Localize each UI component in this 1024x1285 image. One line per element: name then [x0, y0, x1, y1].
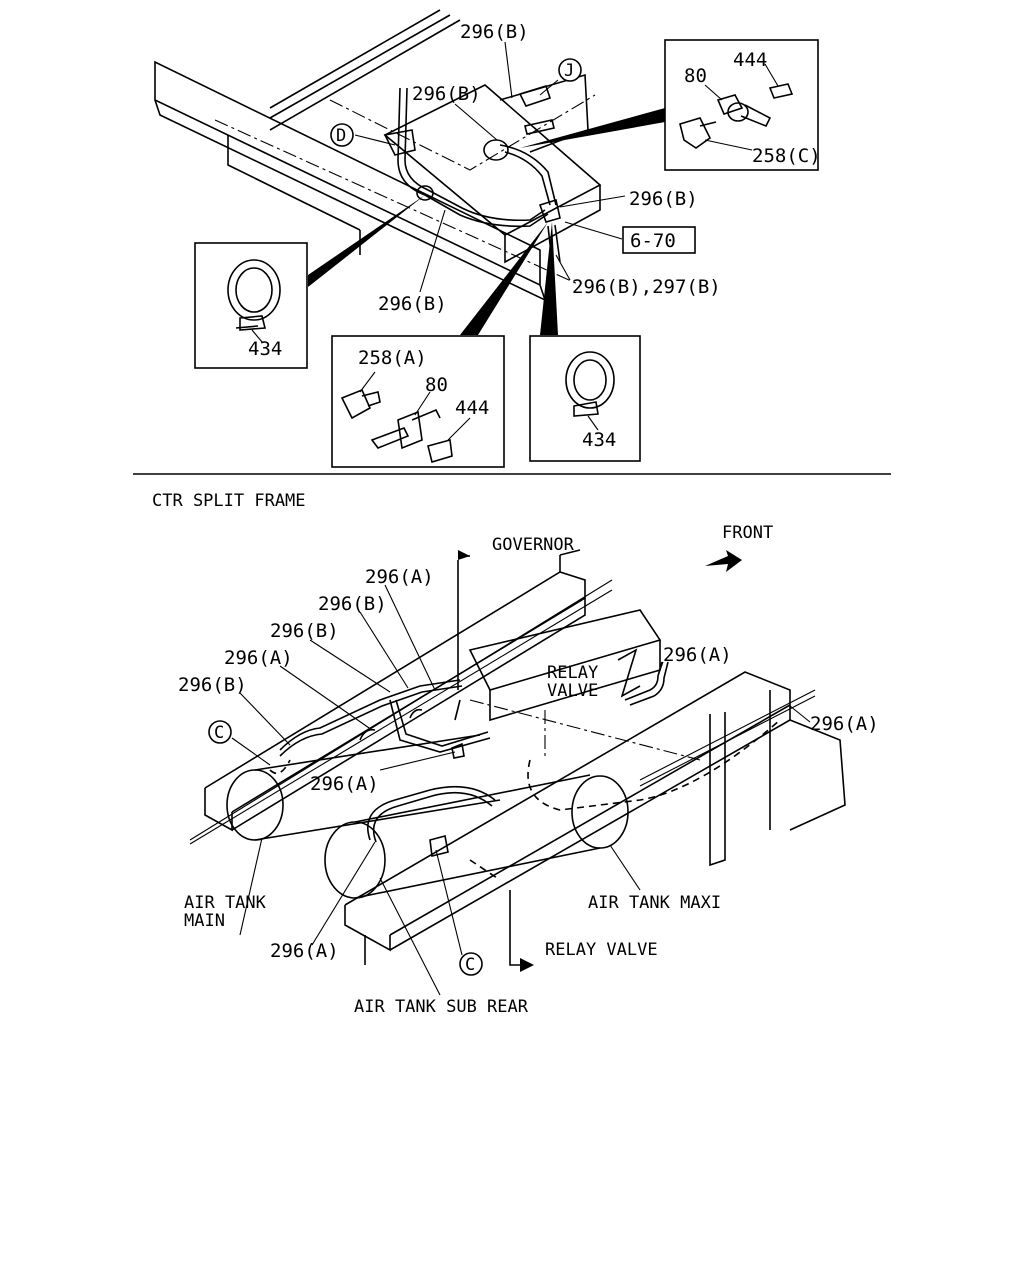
callout-296b-2: 296(B) — [270, 620, 339, 642]
bottom-frame-drawing — [189, 549, 846, 965]
inset-tr-258c: 258(C) — [752, 145, 821, 167]
air-tank-sub-rear-label: AIR TANK SUB REAR — [354, 997, 529, 1017]
circle-d-label: D — [336, 126, 346, 146]
callout-296b-mid: 296(B) — [412, 83, 481, 105]
ref-6-70: 6-70 — [630, 230, 676, 252]
governor-label: GOVERNOR — [492, 535, 575, 555]
circle-d — [330, 123, 354, 147]
inset-mid-258a: 258(A) — [358, 347, 427, 369]
inset-mid-444: 444 — [455, 397, 489, 419]
circle-c-bottom-label: C — [465, 955, 475, 975]
relay-valve-top-l1: RELAY — [547, 663, 598, 683]
air-tank-main-l1: AIR TANK — [184, 893, 267, 913]
callout-296a-1: 296(A) — [365, 566, 434, 588]
section-title: CTR SPLIT FRAME — [152, 491, 306, 511]
inset-tee-fitting-middle: 258(A) 80 444 — [331, 335, 505, 468]
callout-296b-top: 296(B) — [460, 21, 529, 43]
callout-296a-right: 296(A) — [810, 713, 879, 735]
callout-296b-297b: 296(B),297(B) — [572, 276, 721, 298]
inset-tee-fitting-top-right: 444 80 258(C) — [664, 39, 821, 171]
front-label: FRONT — [722, 523, 773, 543]
air-tank-main-l2: MAIN — [184, 911, 225, 931]
circle-j — [558, 58, 582, 82]
callout-296a-2: 296(A) — [224, 647, 293, 669]
inset-clamp-left: 434 — [194, 242, 308, 369]
callout-296b-3: 296(B) — [178, 674, 247, 696]
inset-clamp-right: 434 — [529, 335, 641, 462]
circle-j-label: J — [564, 61, 574, 81]
inset-mid-80: 80 — [425, 374, 448, 396]
inset-right-434: 434 — [582, 429, 616, 451]
circle-c-left-label: C — [214, 723, 224, 743]
callout-296a-right-top: 296(A) — [663, 644, 732, 666]
front-arrow-icon — [705, 550, 742, 572]
callout-296b-bottom: 296(B) — [378, 293, 447, 315]
relay-valve-bottom-label: RELAY VALVE — [545, 940, 658, 960]
callout-296b-1: 296(B) — [318, 593, 387, 615]
callout-296b-right: 296(B) — [629, 188, 698, 210]
relay-valve-top-l2: VALVE — [547, 681, 598, 701]
inset-tr-444: 444 — [733, 49, 767, 71]
callout-296a-bottom: 296(A) — [270, 940, 339, 962]
inset-left-434: 434 — [248, 338, 282, 360]
ref-box — [622, 226, 696, 254]
circle-c-bottom — [459, 952, 483, 976]
governor-arrow-icon — [458, 550, 470, 560]
inset-tr-80: 80 — [684, 65, 707, 87]
relay-valve-arrow-icon — [520, 958, 534, 972]
callout-296a-mid: 296(A) — [310, 773, 379, 795]
air-tank-maxi-label: AIR TANK MAXI — [588, 893, 721, 913]
circle-c-left — [208, 720, 232, 744]
